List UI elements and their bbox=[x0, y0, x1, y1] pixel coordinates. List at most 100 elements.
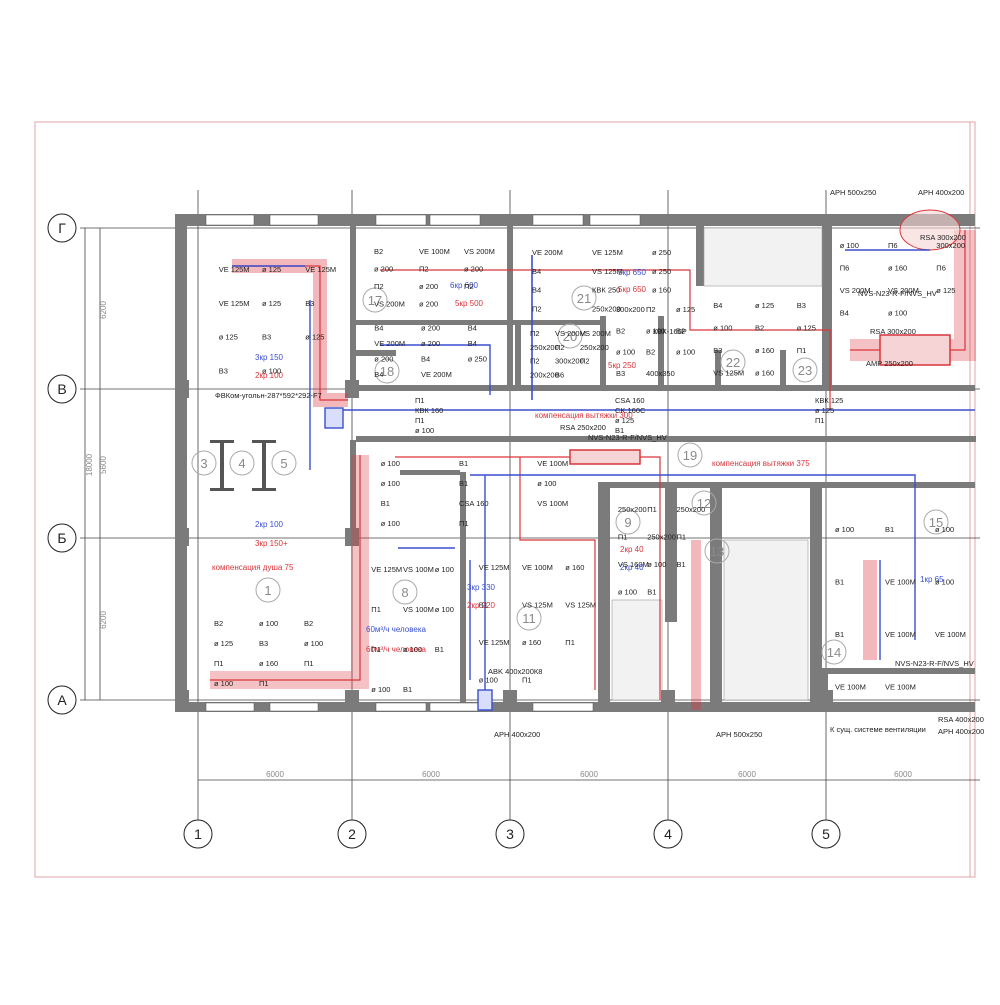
duct-label: П1 bbox=[371, 645, 381, 654]
duct-label: VE 100M bbox=[885, 683, 916, 692]
room-number: 19 bbox=[683, 448, 697, 463]
duct-label: ø 125 bbox=[755, 301, 774, 310]
duct-label: ø 100 bbox=[381, 519, 400, 528]
duct-label: ø 100 bbox=[618, 588, 637, 597]
duct-label: VE 125M bbox=[305, 265, 336, 274]
duct-label: VE 200M bbox=[532, 248, 563, 257]
equipment-label: ABK 400х200К8 bbox=[488, 667, 542, 676]
duct-label: П1 bbox=[522, 676, 532, 685]
duct-label: B1 bbox=[459, 459, 468, 468]
duct-label: П2 bbox=[646, 305, 656, 314]
row-label: В bbox=[57, 381, 66, 397]
span-dimension: 6000 bbox=[738, 770, 756, 779]
duct-label: VS 200M bbox=[840, 286, 871, 295]
duct-label: ø 100 bbox=[371, 685, 390, 694]
air-exchange-note: 5кр 650 bbox=[618, 268, 647, 277]
air-exchange-note: 1кр 65 bbox=[920, 575, 944, 584]
duct-label: VE 100M bbox=[885, 630, 916, 639]
equipment-label: АРН 400х200 bbox=[938, 727, 984, 736]
duct-label: B4 bbox=[468, 339, 477, 348]
room-number: 21 bbox=[577, 291, 591, 306]
duct-label: VE 200M bbox=[374, 339, 405, 348]
duct-label: П2 bbox=[374, 282, 384, 291]
row-bubbles bbox=[47, 213, 77, 715]
duct-label: B2 bbox=[214, 619, 223, 628]
equipment-label: RSA 250х200 bbox=[560, 423, 606, 432]
room-circle bbox=[691, 490, 717, 516]
room-number: 14 bbox=[827, 645, 841, 660]
duct-label: 250х200 bbox=[592, 304, 621, 313]
equipment-label: КВК-160Р bbox=[653, 327, 687, 336]
duct-label: ø 125 bbox=[936, 286, 955, 295]
duct-label: ø 200 bbox=[464, 265, 483, 274]
duct-label: ø 100 bbox=[262, 366, 281, 375]
duct-label: ø 160 bbox=[565, 563, 584, 572]
duct-label: B3 bbox=[305, 299, 314, 308]
duct-label: B4 bbox=[532, 267, 541, 276]
duct-label: ø 160 bbox=[259, 659, 278, 668]
equipment-label: NVS-N23-R-F/NVS_HV bbox=[588, 433, 667, 442]
room-circle bbox=[704, 538, 730, 564]
air-exchange-note: 3кр 150 bbox=[255, 353, 284, 362]
duct-label: VE 100M bbox=[419, 247, 450, 256]
duct-label: B4 bbox=[532, 286, 541, 295]
room-circle bbox=[557, 323, 583, 349]
duct-label: П1 bbox=[214, 659, 224, 668]
row-label: А bbox=[57, 692, 67, 708]
equipment-label: RSA 400х200 bbox=[938, 715, 984, 724]
duct-label: КВК 250 bbox=[592, 286, 620, 295]
duct-label: ø 100 bbox=[537, 479, 556, 488]
duct-label: ø 125 bbox=[305, 333, 324, 342]
duct-label: ø 100 bbox=[888, 309, 907, 318]
duct-label: П6 bbox=[888, 241, 898, 250]
room-circle bbox=[229, 450, 255, 476]
duct-label: ø 125 bbox=[262, 265, 281, 274]
duct-label: ø 100 bbox=[935, 525, 954, 534]
equipment-label: АРН 500х250 bbox=[830, 188, 876, 197]
duct-label: B4 bbox=[468, 323, 477, 332]
duct-label: ø 160 bbox=[652, 286, 671, 295]
duct-label: VE 125M bbox=[219, 265, 250, 274]
room-number: 20 bbox=[563, 329, 577, 344]
duct-label: B2 bbox=[616, 326, 625, 335]
duct-label: B1 bbox=[835, 578, 844, 587]
exhaust-ducts-blue bbox=[232, 249, 975, 711]
duct-label: ø 100 bbox=[381, 479, 400, 488]
column-label: 1 bbox=[194, 826, 202, 842]
equipment-label: RSA 300х200 bbox=[870, 327, 916, 336]
room-number: 4 bbox=[238, 456, 245, 471]
room-number: 17 bbox=[368, 293, 382, 308]
duct-label: ø 100 bbox=[415, 426, 434, 435]
duct-label: П1 bbox=[797, 346, 807, 355]
duct-label: B3 bbox=[713, 346, 722, 355]
duct-label: 250х200 bbox=[618, 505, 647, 514]
duct-label: П1 bbox=[259, 679, 269, 688]
room-circle bbox=[677, 442, 703, 468]
duct-label: ø 100 bbox=[647, 560, 666, 569]
row-span-dimension: 6200 bbox=[99, 301, 108, 319]
air-exchange-note: 5кр 250 bbox=[608, 361, 637, 370]
duct-label: VS 125M bbox=[565, 601, 596, 610]
duct-label: B1 bbox=[615, 426, 624, 435]
walls bbox=[175, 214, 976, 712]
duct-label: B1 bbox=[435, 645, 444, 654]
duct-label: 300х200 bbox=[555, 357, 584, 366]
duct-label: ø 100 bbox=[840, 241, 859, 250]
duct-label: B1 bbox=[403, 685, 412, 694]
duct-label: П2 bbox=[530, 329, 540, 338]
room-circle bbox=[923, 509, 949, 535]
duct-label: VE 125M bbox=[219, 299, 250, 308]
column-label: 2 bbox=[348, 826, 356, 842]
equipment-label: NVS-N23-R-F/NVS_HV bbox=[858, 289, 937, 298]
room-number: 18 bbox=[380, 364, 394, 379]
duct-label: B1 bbox=[381, 499, 390, 508]
room-number: 5 bbox=[280, 456, 287, 471]
duct-label: ø 200 bbox=[421, 323, 440, 332]
duct-label: ø 160 bbox=[755, 346, 774, 355]
room-circle bbox=[392, 579, 418, 605]
duct-label: VE 125M bbox=[592, 248, 623, 257]
